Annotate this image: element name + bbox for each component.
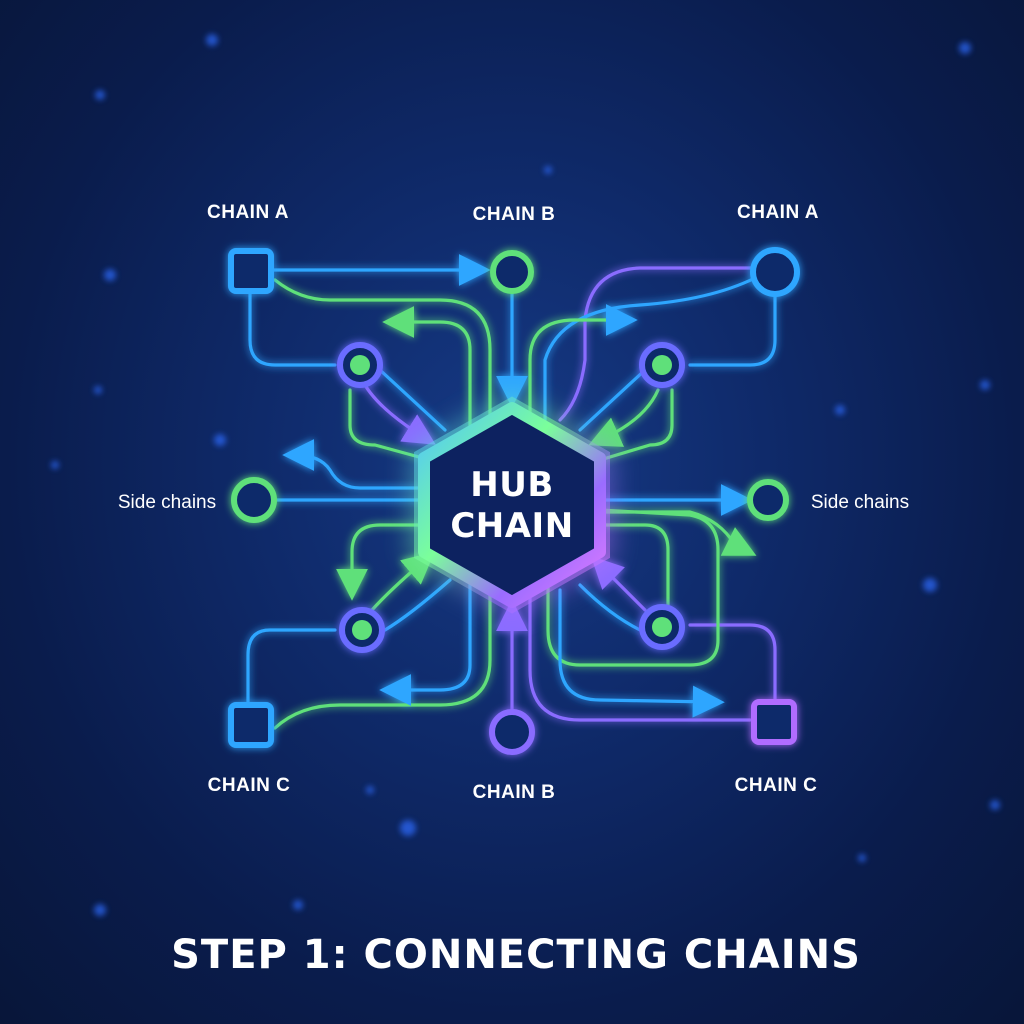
chain-c-bottom-left-node[interactable]: [228, 702, 274, 748]
wire: [528, 588, 752, 722]
wire: [370, 551, 435, 612]
wire: [336, 523, 432, 601]
wire: [282, 439, 432, 490]
wire: [543, 276, 757, 422]
wire: [590, 555, 647, 612]
chain-a-top-left-node[interactable]: [228, 248, 274, 294]
wire: [598, 388, 674, 462]
hub-chain-node[interactable]: HUB CHAIN: [414, 396, 610, 614]
wire: [528, 304, 638, 422]
wire: [273, 278, 492, 422]
wire: [588, 388, 660, 447]
label-chain-a-top-left: CHAIN A: [207, 202, 289, 223]
wire: [379, 578, 472, 706]
label-side-chains-left: Side chains: [118, 492, 216, 513]
chain-b-bottom-node[interactable]: [489, 709, 535, 755]
side-chain-left-node[interactable]: [231, 477, 277, 523]
relay-node-lower-right[interactable]: [639, 604, 685, 650]
wire: [546, 508, 720, 667]
label-chain-c-bottom-left: CHAIN C: [208, 775, 291, 796]
label-chain-b-bottom: CHAIN B: [473, 782, 556, 803]
chain-a-top-right-node[interactable]: [750, 247, 800, 297]
wire: [558, 588, 725, 718]
hub-label-line1: HUB: [470, 465, 553, 505]
wire: [378, 368, 447, 432]
wire: [246, 628, 337, 707]
wire: [382, 306, 472, 442]
step-title: STEP 1: CONNECTING CHAINS: [171, 932, 861, 978]
wire: [558, 266, 757, 422]
side-chain-right-node[interactable]: [747, 479, 789, 521]
wire: [363, 383, 436, 445]
wire: [578, 583, 642, 632]
chain-b-top-node[interactable]: [490, 250, 534, 294]
chain-c-bottom-right-node[interactable]: [751, 699, 797, 745]
background-particles: [51, 34, 1000, 916]
wire: [598, 510, 757, 556]
wire: [273, 578, 492, 730]
label-chain-c-bottom-right: CHAIN C: [735, 775, 818, 796]
wire: [688, 290, 777, 367]
connection-wires: [246, 254, 777, 730]
relay-node-lower-left[interactable]: [339, 607, 385, 653]
relay-node-upper-left[interactable]: [337, 342, 383, 388]
wire: [348, 388, 432, 462]
relay-node-upper-right[interactable]: [639, 342, 685, 388]
wire: [248, 290, 337, 367]
wire: [598, 523, 670, 607]
label-side-chains-right: Side chains: [811, 492, 909, 513]
hub-label-line2: CHAIN: [450, 506, 573, 546]
label-chain-b-top: CHAIN B: [473, 204, 556, 225]
wire: [688, 623, 777, 707]
label-chain-a-top-right: CHAIN A: [737, 202, 819, 223]
wire: [383, 578, 452, 632]
